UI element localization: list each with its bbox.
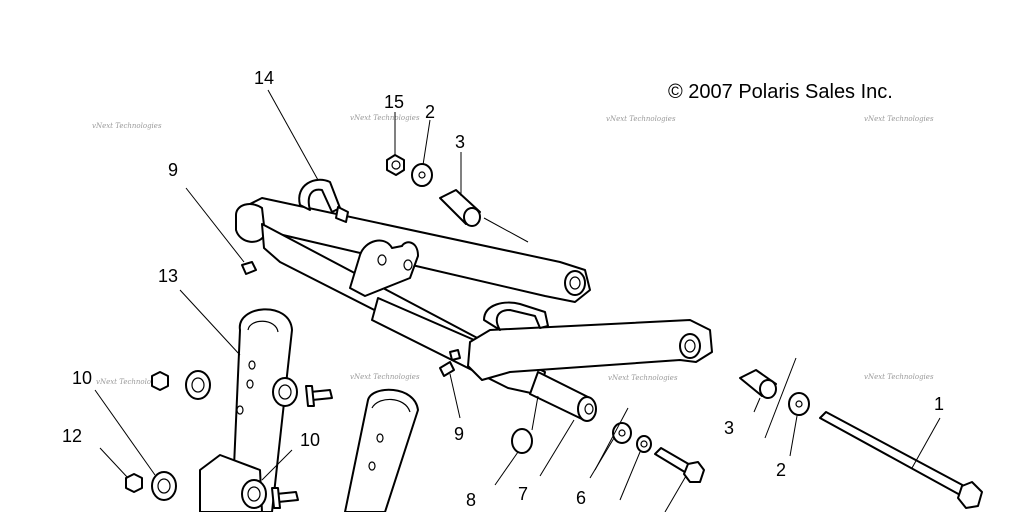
leader-lines xyxy=(94,89,941,512)
watermark: vNext Technologies xyxy=(864,373,934,381)
washer-lower xyxy=(788,392,810,416)
washer-upper xyxy=(411,163,433,187)
link-right xyxy=(344,388,419,512)
callout-10: 10 xyxy=(72,368,92,388)
pin-lower xyxy=(271,487,299,509)
pivot-shaft xyxy=(529,371,597,422)
callout-1: 1 xyxy=(934,394,944,414)
o-ring xyxy=(511,428,533,454)
callout-9: 9 xyxy=(168,160,178,180)
copyright-text: © 2007 Polaris Sales Inc. xyxy=(668,81,893,103)
callout-2: 2 xyxy=(776,460,786,480)
bushing-upper xyxy=(439,189,481,227)
callout-9: 9 xyxy=(454,424,464,444)
flange-bushing-left-lower xyxy=(151,471,177,501)
watermark: vNext Technologies xyxy=(92,122,162,130)
callout-3: 3 xyxy=(724,418,734,438)
grease-fitting-upper xyxy=(241,261,257,275)
washer-small xyxy=(612,422,632,444)
bushing-lower xyxy=(739,369,777,399)
callouts: 14 15 2 3 9 13 10 10 12 9 8 7 6 3 2 1 xyxy=(62,68,944,510)
callout-12: 12 xyxy=(62,426,82,446)
lower-swing-arm xyxy=(467,301,713,381)
long-bolt xyxy=(819,411,983,509)
callout-15: 15 xyxy=(384,92,404,112)
watermark: vNext Technologies xyxy=(350,373,420,381)
flange-bushing-left-upper xyxy=(185,370,211,400)
watermark: vNext Technologies xyxy=(608,374,678,382)
watermark: vNext Technologies xyxy=(864,115,934,123)
watermark: vNext Technologies xyxy=(350,114,420,122)
watermark: vNext Technologies xyxy=(606,115,676,123)
callout-3: 3 xyxy=(455,132,465,152)
callout-7: 7 xyxy=(518,484,528,504)
nut-left-upper xyxy=(151,371,169,391)
callout-14: 14 xyxy=(254,68,274,88)
nut-upper xyxy=(386,154,405,176)
hex-bolt xyxy=(654,447,705,483)
callout-8: 8 xyxy=(466,490,476,510)
flange-bushing-right-lower xyxy=(241,479,267,509)
watermarks: vNext Technologies vNext Technologies vN… xyxy=(92,114,934,386)
lock-washer xyxy=(636,435,652,453)
nut-left-lower xyxy=(125,473,143,493)
callout-6: 6 xyxy=(576,488,586,508)
callout-10: 10 xyxy=(300,430,320,450)
link-left xyxy=(199,308,293,512)
watermark: vNext Technologies xyxy=(96,378,166,386)
flange-bushing-right-upper xyxy=(272,377,298,407)
grease-fitting-lower xyxy=(439,349,461,377)
callout-13: 13 xyxy=(158,266,178,286)
pin-upper xyxy=(305,385,333,407)
callout-2: 2 xyxy=(425,102,435,122)
